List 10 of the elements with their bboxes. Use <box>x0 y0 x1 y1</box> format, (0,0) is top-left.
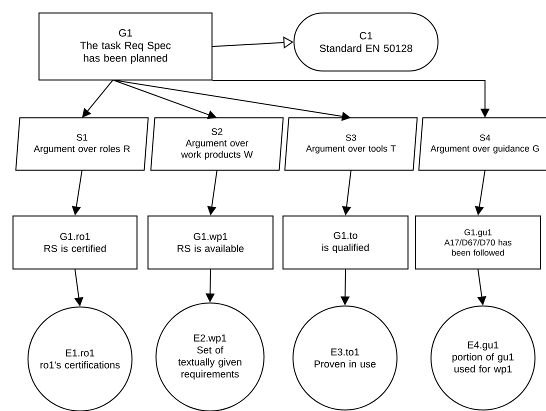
goal-box: G1.gu1 A17/D67/D70 has been followed <box>415 216 541 270</box>
goal-box: G1.to is qualified <box>282 216 408 270</box>
strategy-parallelogram: S2 Argument over work products W <box>150 117 284 171</box>
goal-box: G1 The task Req Spec has been planned <box>38 12 212 80</box>
goal-box: G1.ro1 RS is certified <box>12 216 138 270</box>
strategy-parallelogram: S3 Argument over tools T <box>284 117 418 171</box>
context-box: C1 Standard EN 50128 <box>294 12 438 72</box>
goal-box: G1.wp1 RS is available <box>148 216 274 270</box>
strategy-parallelogram: S1 Argument over roles R <box>15 117 149 171</box>
strategy-parallelogram: S4 Argument over guidance G <box>418 117 546 171</box>
